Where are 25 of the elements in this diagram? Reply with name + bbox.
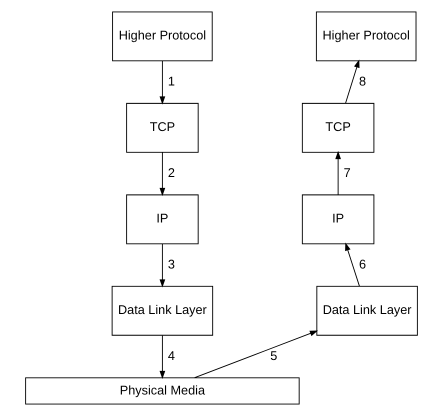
node-box: Data Link Layer [111, 286, 213, 336]
edge-label: 6 [358, 257, 366, 272]
node-box: IP [126, 194, 198, 244]
arrow [194, 330, 318, 378]
node-box: Data Link Layer [316, 286, 418, 336]
edge-label: 8 [358, 74, 366, 88]
arrow [159, 243, 165, 288]
arrow [334, 150, 340, 196]
node-box: TCP [301, 102, 374, 153]
arrow [159, 152, 165, 196]
node-box: TCP [126, 102, 198, 153]
node-box: Physical Media [24, 377, 300, 405]
node-box: IP [301, 194, 374, 244]
arrow [344, 242, 360, 287]
edge-label: 4 [167, 348, 174, 363]
edge-label: 3 [167, 257, 174, 272]
edge-label: 1 [167, 74, 174, 88]
node-box: Higher Protocol [315, 11, 416, 62]
arrow [344, 60, 360, 104]
edge-label: 2 [167, 166, 174, 180]
arrow [159, 335, 165, 379]
edge-label: 7 [343, 166, 350, 180]
arrow [159, 60, 165, 105]
edge-label: 5 [270, 348, 277, 363]
node-box: Higher Protocol [112, 11, 212, 62]
